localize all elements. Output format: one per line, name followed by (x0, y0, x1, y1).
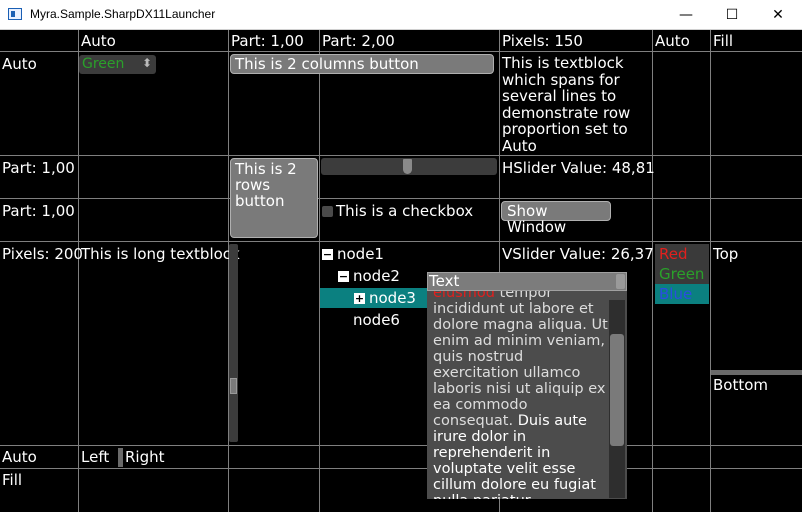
list-item[interactable]: Red (659, 245, 688, 263)
window-title: Myra.Sample.SharpDX11Launcher (30, 7, 216, 21)
expand-icon[interactable]: + (354, 292, 365, 305)
vslider-thumb[interactable] (230, 378, 237, 394)
long-textblock: This is long textblock (81, 245, 240, 263)
splitter-bottom-label: Bottom (713, 376, 769, 394)
grid-container: Auto Part: 1,00 Part: 2,00 Pixels: 150 A… (0, 30, 802, 512)
two-columns-button[interactable]: This is 2 columns button (230, 54, 494, 74)
header-slider-thumb[interactable] (616, 274, 625, 289)
autosize-textblock: This is textblock which spans for severa… (502, 54, 631, 155)
grid-line (499, 30, 500, 512)
show-window-button[interactable]: Show Window (501, 201, 611, 235)
text-content: eiusmod tempor incididunt ut labore et d… (433, 291, 609, 499)
collapse-icon[interactable]: − (338, 270, 349, 283)
column-header: Fill (713, 32, 734, 50)
column-header: Auto (655, 32, 690, 50)
checkbox-label: This is a checkbox (336, 202, 474, 220)
close-button[interactable]: ✕ (772, 7, 784, 23)
maximize-button[interactable]: ☐ (725, 7, 739, 23)
column-header: Auto (81, 32, 116, 50)
hsplit-left-label: Left (81, 448, 110, 466)
tree-node-label[interactable]: node6 (353, 311, 400, 329)
color-listbox[interactable]: Red Green Blue (655, 244, 709, 304)
row-header: Part: 1,00 (2, 159, 75, 177)
row-header: Part: 1,00 (2, 202, 75, 220)
grid-line (78, 30, 79, 512)
button-label: This is 2 columns button (235, 55, 419, 73)
plain-text: tempor incididunt ut labore et dolore ma… (433, 291, 608, 429)
row-header: Fill (2, 471, 23, 489)
tree-node-label[interactable]: node2 (353, 267, 400, 285)
app-icon (8, 8, 22, 20)
color-combo[interactable]: Green ⬍ (79, 55, 156, 74)
bright-text: Duis aute irure dolor in reprehenderit i… (433, 413, 596, 499)
hslider-value-label: HSlider Value: 48,81 (502, 159, 655, 177)
highlight-word: eiusmod (433, 291, 495, 301)
hsplit-handle[interactable] (118, 448, 123, 467)
minimize-button[interactable]: — (679, 7, 693, 23)
two-rows-button[interactable]: This is 2 rows button (230, 158, 318, 238)
hsplit-right-label: Right (125, 448, 165, 466)
grid-line (652, 30, 653, 512)
grid-line (0, 198, 802, 199)
chevron-updown-icon: ⬍ (141, 56, 152, 70)
text-scroll-viewport[interactable]: eiusmod tempor incididunt ut labore et d… (427, 291, 609, 499)
text-window-title: Text (429, 272, 460, 290)
tree-node-label[interactable]: node3 (369, 289, 416, 307)
vslider-value-label: VSlider Value: 26,37 (502, 245, 654, 263)
column-header: Part: 1,00 (231, 32, 304, 50)
row-header: Auto (2, 55, 37, 73)
column-header: Pixels: 150 (502, 32, 583, 50)
column-header: Part: 2,00 (322, 32, 395, 50)
splitter-handle[interactable] (711, 370, 802, 375)
combo-selected-value: Green (82, 56, 125, 72)
collapse-icon[interactable]: − (322, 248, 333, 261)
hslider-thumb[interactable] (403, 159, 412, 174)
button-label: This is 2 rows button (235, 160, 297, 210)
grid-line (0, 155, 802, 156)
button-label: Show Window (507, 202, 567, 236)
list-item[interactable]: Green (659, 265, 705, 283)
grid-line (0, 445, 802, 446)
grid-line (319, 30, 320, 512)
grid-line (0, 468, 802, 469)
grid-line (710, 30, 711, 512)
scrollbar-thumb[interactable] (610, 334, 624, 446)
vslider[interactable] (229, 244, 238, 442)
hslider[interactable] (321, 158, 497, 175)
splitter-top-label: Top (713, 245, 739, 263)
row-header: Pixels: 200 (2, 245, 83, 263)
checkbox[interactable] (322, 206, 333, 217)
grid-line (0, 241, 802, 242)
row-header: Auto (2, 448, 37, 466)
grid-line (228, 30, 229, 512)
text-window-header[interactable]: Text (427, 272, 627, 291)
window-titlebar: Myra.Sample.SharpDX11Launcher — ☐ ✕ (0, 0, 802, 30)
text-window[interactable]: Text eiusmod tempor incididunt ut labore… (427, 272, 627, 499)
text-scrollbar[interactable] (609, 300, 625, 498)
list-item[interactable]: Blue (655, 284, 709, 304)
tree-node-label[interactable]: node1 (337, 245, 384, 263)
grid-line (0, 51, 802, 52)
